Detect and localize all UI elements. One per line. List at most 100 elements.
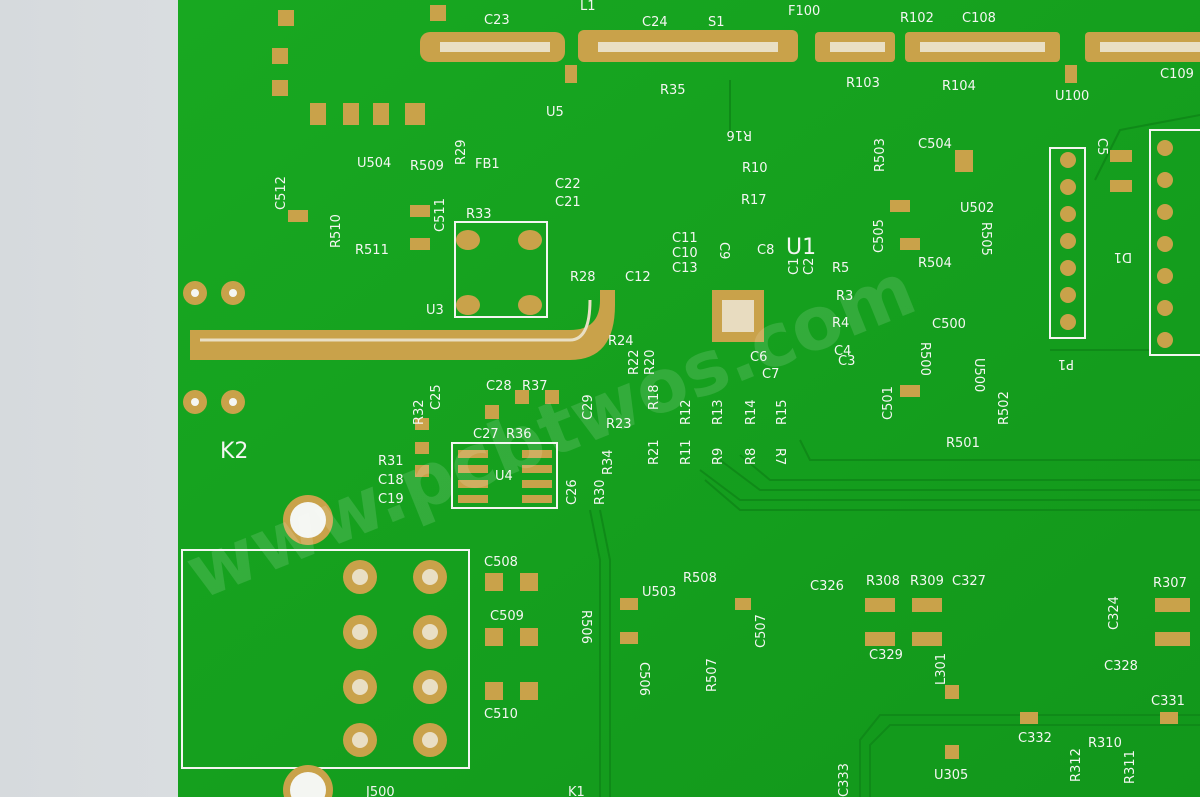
- label-c508: C508: [484, 555, 518, 570]
- top-gold-trace: [420, 30, 1200, 62]
- label-r14: R14: [744, 399, 759, 425]
- label-c504: C504: [918, 137, 952, 152]
- label-fb1: FB1: [475, 157, 500, 172]
- label-c9: C9: [716, 242, 731, 259]
- label-r508: R508: [683, 571, 717, 586]
- label-r3: R3: [836, 289, 853, 304]
- label-u100: U100: [1055, 89, 1089, 104]
- label-r10: R10: [742, 161, 768, 176]
- label-r24: R24: [608, 334, 634, 349]
- label-u504: U504: [357, 156, 391, 171]
- label-c5: C5: [1094, 138, 1109, 155]
- label-c24: C24: [642, 15, 668, 30]
- label-c26: C26: [565, 479, 580, 505]
- label-r7: R7: [772, 448, 787, 465]
- label-l1: L1: [580, 0, 596, 14]
- label-c2: C2: [802, 258, 817, 275]
- label-r34: R34: [601, 449, 616, 475]
- label-r504: R504: [918, 256, 952, 271]
- label-c7: C7: [762, 367, 779, 382]
- label-r103: R103: [846, 76, 880, 91]
- label-c12: C12: [625, 270, 651, 285]
- label-c507: C507: [754, 614, 769, 648]
- label-r37: R37: [522, 379, 548, 394]
- label-c505: C505: [872, 219, 887, 253]
- label-d1: D1: [1114, 249, 1132, 264]
- label-r17: R17: [741, 193, 767, 208]
- label-c8: C8: [757, 243, 774, 258]
- traces: [589, 80, 1200, 797]
- label-c500: C500: [932, 317, 966, 332]
- mounting-holes: [283, 495, 333, 797]
- label-r307: R307: [1153, 576, 1187, 591]
- label-r312: R312: [1069, 748, 1084, 782]
- u4-footprint: [451, 442, 558, 509]
- label-u5: U5: [546, 105, 564, 120]
- label-r500: R500: [917, 342, 932, 376]
- label-r9: R9: [711, 448, 726, 465]
- label-c4: C4: [834, 344, 851, 359]
- label-c108: C108: [962, 11, 996, 26]
- label-r28: R28: [570, 270, 596, 285]
- u1-qfn: [712, 290, 764, 342]
- label-u1: U1: [786, 235, 816, 260]
- label-c28: C28: [486, 379, 512, 394]
- label-r502: R502: [997, 391, 1012, 425]
- label-r30: R30: [593, 479, 608, 505]
- label-c29: C29: [581, 394, 596, 420]
- label-c511: C511: [433, 198, 448, 232]
- label-r310: R310: [1088, 736, 1122, 751]
- label-c3: C3: [838, 354, 855, 369]
- label-r13: R13: [711, 399, 726, 425]
- label-l301: L301: [934, 653, 949, 685]
- label-r11: R11: [679, 439, 694, 465]
- label-r18: R18: [647, 384, 662, 410]
- label-c333: C333: [837, 763, 852, 797]
- label-j500: J500: [365, 785, 395, 797]
- j500-connector: [181, 549, 470, 769]
- label-c329: C329: [869, 648, 903, 663]
- label-c25: C25: [429, 384, 444, 410]
- silkscreen-labels: C23 L1 C24 S1 F100 R102 C108 R35 R103 R1…: [220, 0, 1194, 797]
- label-u500: U500: [971, 358, 986, 392]
- label-c327: C327: [952, 574, 986, 589]
- label-r311: R311: [1123, 750, 1138, 784]
- label-r31: R31: [378, 454, 404, 469]
- label-u502: U502: [960, 201, 994, 216]
- label-c510: C510: [484, 707, 518, 722]
- label-c332: C332: [1018, 731, 1052, 746]
- label-c331: C331: [1151, 694, 1185, 709]
- label-r4: R4: [832, 316, 849, 331]
- label-r503: R503: [873, 138, 888, 172]
- label-c326: C326: [810, 579, 844, 594]
- label-f100: F100: [788, 4, 820, 19]
- label-k1: K1: [568, 785, 585, 797]
- label-c19: C19: [378, 492, 404, 507]
- label-c22: C22: [555, 177, 581, 192]
- label-c509: C509: [490, 609, 524, 624]
- label-r22: R22: [627, 349, 642, 375]
- label-c11: C11: [672, 231, 698, 246]
- label-c328: C328: [1104, 659, 1138, 674]
- label-r20: R20: [643, 349, 658, 375]
- k2-pads: [183, 281, 245, 414]
- label-r501: R501: [946, 436, 980, 451]
- label-c18: C18: [378, 473, 404, 488]
- label-r12: R12: [679, 399, 694, 425]
- label-r507: R507: [705, 658, 720, 692]
- label-r509: R509: [410, 159, 444, 174]
- label-r32: R32: [412, 399, 427, 425]
- label-u503: U503: [642, 585, 676, 600]
- label-r33: R33: [466, 207, 492, 222]
- label-r102: R102: [900, 11, 934, 26]
- label-p1: P1: [1058, 356, 1074, 371]
- label-r505: R505: [978, 222, 993, 256]
- label-c324: C324: [1107, 596, 1122, 630]
- microstrip-gold: [190, 290, 615, 360]
- label-r309: R309: [910, 574, 944, 589]
- label-r5: R5: [832, 261, 849, 276]
- label-r23: R23: [606, 417, 632, 432]
- label-r104: R104: [942, 79, 976, 94]
- label-r8: R8: [744, 448, 759, 465]
